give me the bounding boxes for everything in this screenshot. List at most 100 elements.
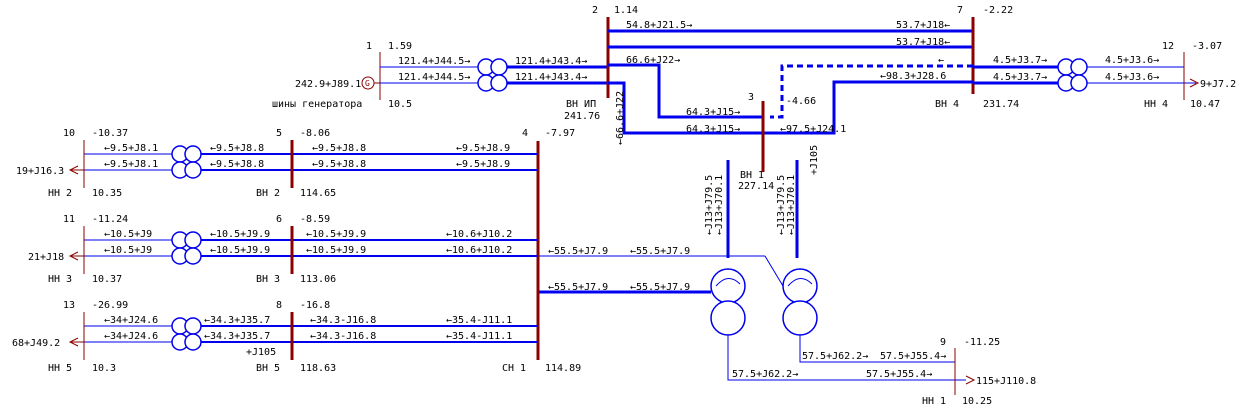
bus-4-section: 4 -7.97 СН 1 114.89 [502,128,581,374]
flow-j105b: +J105 [246,347,276,358]
flow-g2a: 121.4+J43.4→ [515,56,587,67]
flow-r5h: ←35.4-J11.1 [446,331,512,342]
node-8-num: 8 [276,300,282,311]
flow-l23v: ←66.6+J22 [615,91,626,145]
node-10-angle: -10.37 [92,128,128,139]
flow-v3: ←J13+J79.5 [776,175,787,235]
node-3-voltage: 227.14 [738,181,774,192]
flow-r3b: ←10.5+J9 [104,245,152,256]
generator-label: шины генератора [272,99,362,110]
flow-n9d: 57.5+J55.4→ [866,369,932,380]
load-arrow-9-icon [965,375,976,385]
flow-r2a: ←9.5+J8.1 [104,143,158,154]
node-11-voltage: 10.37 [92,274,122,285]
flow-r2b: ←9.5+J8.1 [104,159,158,170]
flow-t7b: 4.5+J3.7→ [993,72,1047,83]
flow-at3: ←55.5+J7.9 [548,282,608,293]
node-7-angle: -2.22 [983,5,1013,16]
generator-section: G 242.9+J89.1 шины генератора 1 1.59 10.… [272,41,608,110]
node-8-angle: -16.8 [300,300,330,311]
node-3-num: 3 [748,92,754,103]
node-7-num: 7 [957,5,963,16]
node-12-num: 12 [1162,41,1174,52]
flow-r5b: ←34+J24.6 [104,331,158,342]
flow-at2: ←55.5+J7.9 [630,246,690,257]
flow-r5d: ←34.3+J35.7 [204,331,270,342]
node-9-name: НН 1 [922,396,946,407]
load-9: 115+J110.8 [976,376,1036,387]
flow-t12a: 4.5+J3.6→ [1105,55,1159,66]
flow-g1a: 121.4+J44.5→ [398,56,470,67]
node-10-num: 10 [63,128,75,139]
flow-at1: ←55.5+J7.9 [548,246,608,257]
node-12-voltage: 10.47 [1190,99,1220,110]
flow-r2c: ←9.5+J8.8 [210,143,264,154]
node-1-voltage: 10.5 [388,99,412,110]
flow-at4: ←55.5+J7.9 [630,282,690,293]
flow-g2b: 121.4+J43.4→ [515,72,587,83]
node-12-angle: -3.07 [1192,41,1222,52]
bus-9-section: 9 -11.25 НН 1 10.25 115+J110.8 [922,337,1036,407]
row-5: 13 -26.99 НН 5 10.3 68+J49.2 ←34+J24.6 ←… [12,300,538,374]
flow-g1b: 121.4+J44.5→ [398,72,470,83]
flow-l27c: 53.7+J18← [896,37,950,48]
flow-r2g: ←9.5+J8.9 [456,143,510,154]
node-7-name: ВН 4 [935,99,959,110]
node-4-name: СН 1 [502,363,526,374]
node-5-num: 5 [276,128,282,139]
flow-r5c: ←34.3+J35.7 [204,315,270,326]
flow-r3g: ←10.6+J10.2 [446,229,512,240]
transformer-4-icon [1057,58,1088,92]
node-6-num: 6 [276,214,282,225]
node-13-num: 13 [63,300,75,311]
node-3-angle: -4.66 [786,96,816,107]
node-4-num: 4 [522,128,528,139]
flow-l73a: ← [938,55,944,66]
load-12: 9+J7.2 [1200,79,1236,90]
flow-v1: ←J13+J79.5 [704,175,715,235]
load-arrow-12-icon [1189,78,1200,88]
node-3-name: ВН 1 [740,170,764,181]
generator-symbol: G [365,79,370,88]
transformer-gen-icon [477,58,508,92]
flow-r3e: ←10.5+J9.9 [306,229,366,240]
node-10-name: НН 2 [48,188,72,199]
flow-r3f: ←10.5+J9.9 [306,245,366,256]
node-2-angle: 1.14 [614,5,638,16]
node-9-num: 9 [940,337,946,348]
node-5-angle: -8.06 [300,128,330,139]
node-1-angle: 1.59 [388,41,412,52]
flow-n9c: 57.5+J62.2→ [732,369,798,380]
flow-r3h: ←10.6+J10.2 [446,245,512,256]
node-8-voltage: 118.63 [300,363,336,374]
flow-l23c: 64.3+J15→ [686,124,740,135]
node-9-angle: -11.25 [964,337,1000,348]
node-1-num: 1 [366,41,372,52]
node-6-voltage: 113.06 [300,274,336,285]
flow-r2f: ←9.5+J8.8 [312,159,366,170]
node-13-angle: -26.99 [92,300,128,311]
generator-power: 242.9+J89.1 [295,79,361,90]
node-4-voltage: 114.89 [545,363,581,374]
node-6-name: ВН 3 [256,274,280,285]
flow-r5g: ←35.4-J11.1 [446,315,512,326]
flow-l27b: 53.7+J18← [896,20,950,31]
transformer-3-icon [171,231,202,265]
bus-12-section: 12 -3.07 НН 4 10.47 9+J7.2 [1144,41,1236,110]
node-10-voltage: 10.35 [92,188,122,199]
node-4-angle: -7.97 [545,128,575,139]
flow-r5a: ←34+J24.6 [104,315,158,326]
flow-l23b: 64.3+J15→ [686,107,740,118]
row-3: 11 -11.24 НН 3 10.37 21+J18 ←10.5+J9 ←10… [28,214,538,285]
load-10: 19+J16.3 [16,166,64,177]
flow-r2e: ←9.5+J8.8 [312,143,366,154]
load-11: 21+J18 [28,252,64,263]
node-11-angle: -11.24 [92,214,128,225]
flow-l27a: 54.8+J21.5→ [626,20,692,31]
node-2-num: 2 [592,5,598,16]
node-12-name: НН 4 [1144,99,1168,110]
node-9-voltage: 10.25 [962,396,992,407]
flow-r3d: ←10.5+J9.9 [210,245,270,256]
node-5-voltage: 114.65 [300,188,336,199]
